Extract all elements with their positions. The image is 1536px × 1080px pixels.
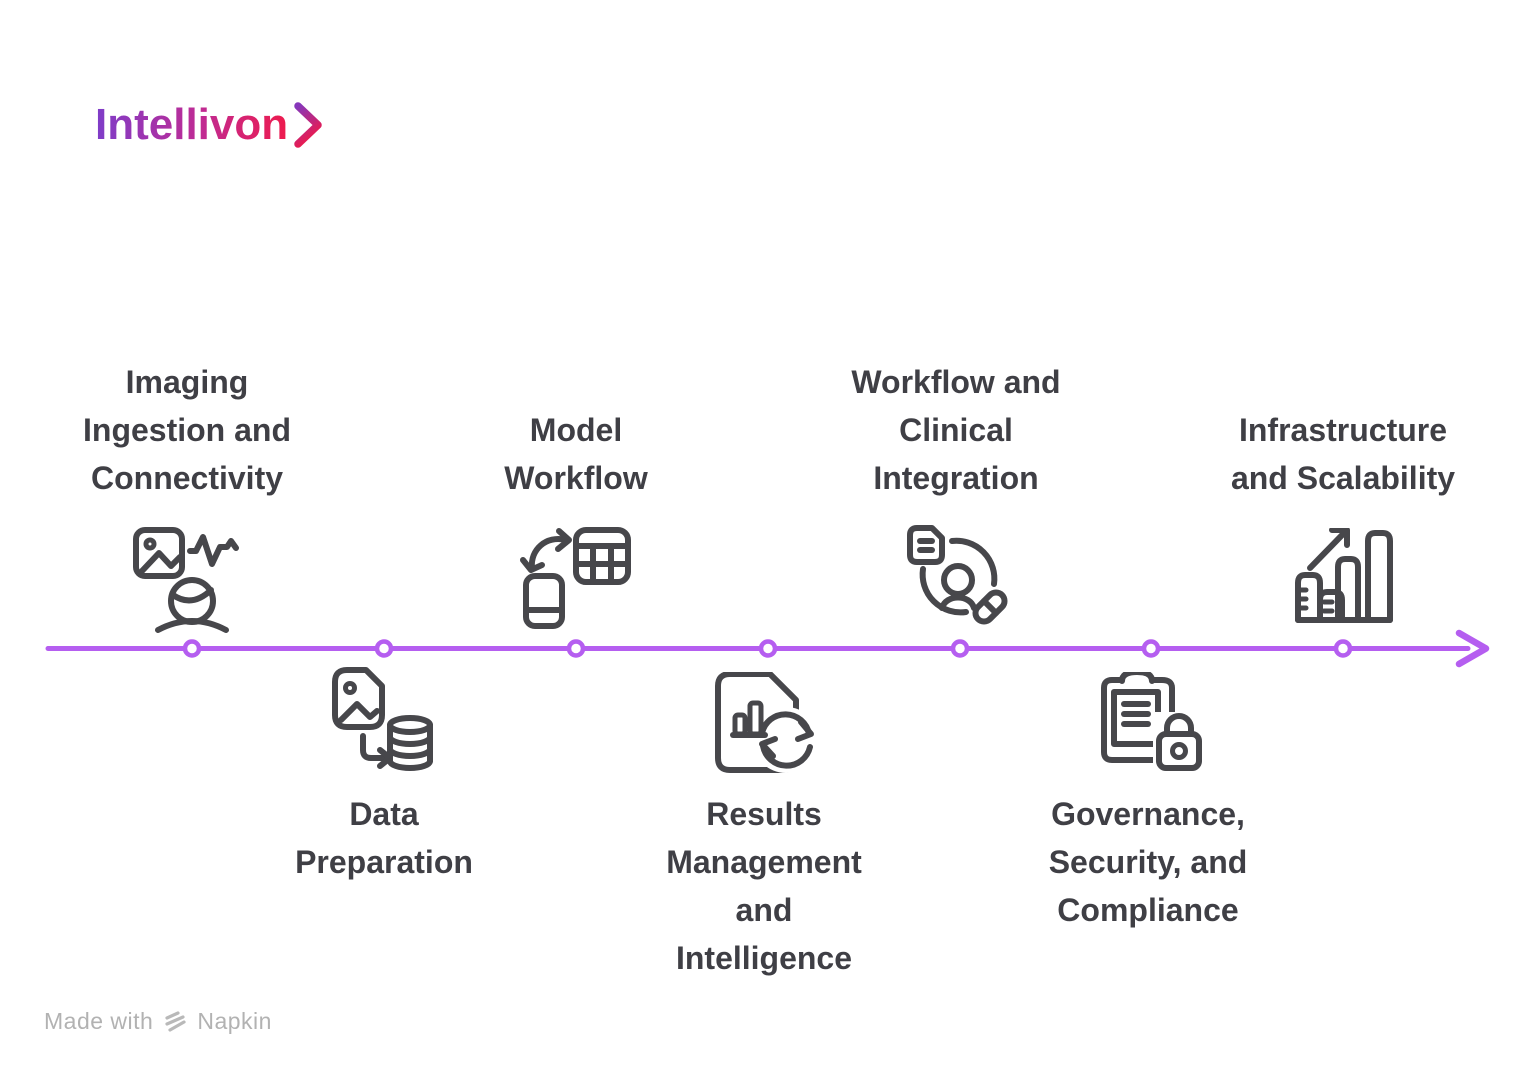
clipboard-lock-icon: [1100, 672, 1202, 774]
napkin-brand-text: Napkin: [197, 1008, 272, 1034]
item-title-governance: Governance, Security, and Compliance: [1048, 796, 1248, 928]
growth-bars-arrow-icon: [1294, 528, 1394, 644]
item-title-infrastructure: Infrastructure and Scalability: [1230, 412, 1456, 496]
made-with-text: Made with: [44, 1008, 154, 1034]
brand-logo: Intellivon: [95, 100, 325, 150]
made-with-napkin: Made with Napkin: [44, 1008, 272, 1035]
chart-document-refresh-icon: [706, 672, 824, 782]
timeline-node-7: [1333, 639, 1353, 658]
napkin-logo-icon: [165, 1010, 186, 1032]
item-title-imaging: Imaging Ingestion and Connectivity: [83, 364, 291, 496]
medical-image-pulse-head-icon: [132, 524, 252, 636]
timeline-node-5: [950, 639, 970, 658]
timeline-node-4: [758, 639, 778, 658]
timeline-node-2: [374, 639, 394, 658]
item-title-model-workflow: Model Workflow: [504, 412, 648, 496]
timeline-axis: [45, 629, 1490, 668]
timeline-node-3: [566, 639, 586, 658]
item-title-data-preparation: Data Preparation: [295, 796, 473, 880]
image-to-database-icon: [330, 666, 436, 782]
patient-record-pill-cycle-icon: [902, 524, 1014, 634]
item-title-clinical: Workflow and Clinical Integration: [851, 364, 1061, 496]
timeline-node-1: [182, 639, 202, 658]
timeline-node-6: [1141, 639, 1161, 658]
chevron-right-icon: [294, 102, 322, 148]
item-title-results: Results Management and Intelligence: [666, 796, 862, 976]
sync-table-device-icon: [518, 524, 632, 636]
brand-logo-text: Intellivon: [95, 99, 289, 149]
arrow-head-icon: [1455, 629, 1490, 668]
